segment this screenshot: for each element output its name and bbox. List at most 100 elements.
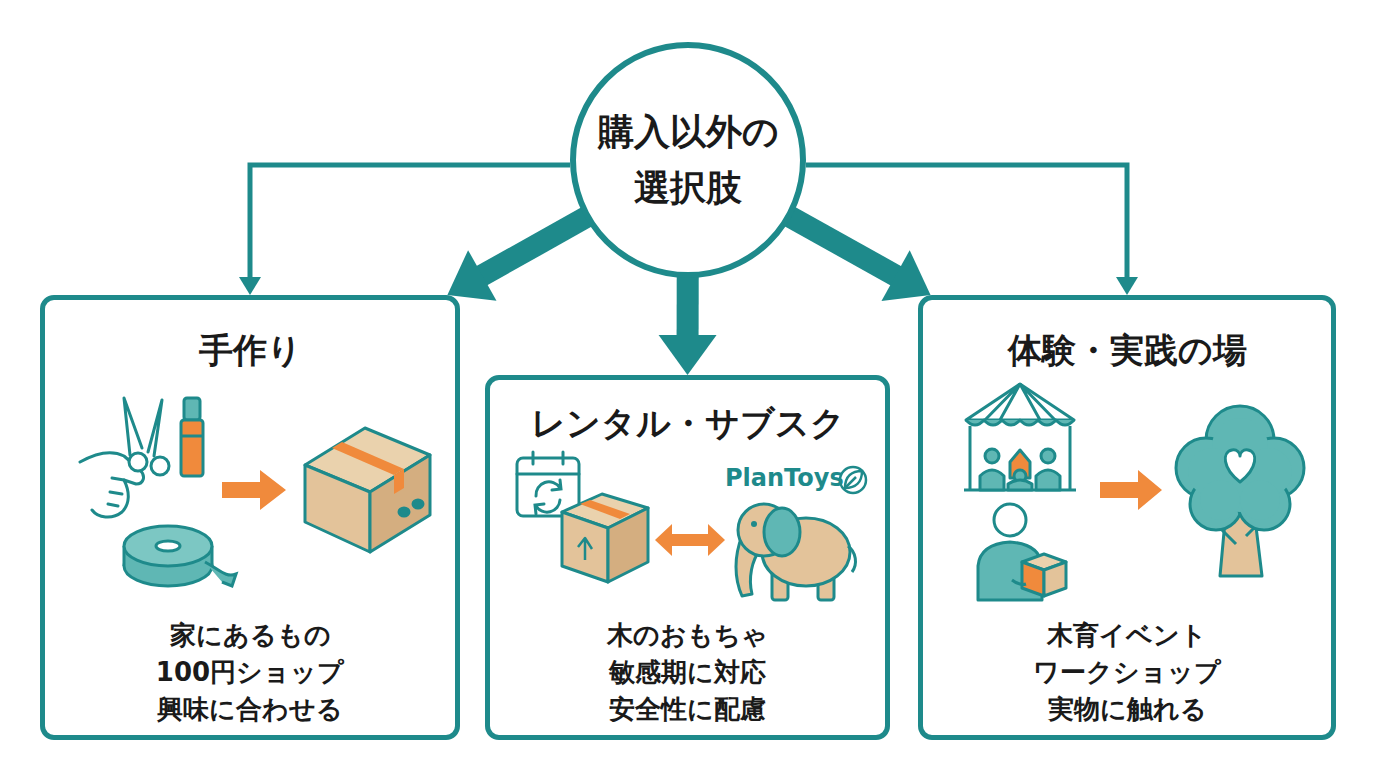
event-tent-icon-part: [969, 426, 972, 490]
event-tent-icon-part: [1008, 480, 1032, 490]
connector-line: [788, 216, 897, 277]
connector-line: [677, 275, 699, 337]
rental-box-icon-part: [562, 494, 648, 528]
ribbon-spool-icon-part: [124, 526, 212, 566]
heart-tree-icon-part-part: [1240, 480, 1280, 520]
rental-box-icon-part: [578, 538, 592, 560]
elephant-toy-icon-part: [772, 570, 788, 600]
box-item: 家にあるもの: [45, 617, 455, 654]
rental-box-icon-part: [580, 500, 630, 519]
person-with-box-icon-part: [1044, 562, 1066, 596]
heart-tree-icon-part-part: [1238, 478, 1290, 530]
connector-line: [481, 216, 588, 276]
arrow-head: [659, 335, 717, 375]
box-item: 木のおもちゃ: [490, 617, 885, 654]
box-item: 実物に触れる: [923, 691, 1331, 728]
person-with-box-icon-part: [994, 504, 1026, 536]
hand-scissors-icon-part: [108, 478, 124, 506]
elephant-toy-icon: [736, 504, 855, 600]
calendar-icon-part: [536, 482, 560, 496]
ribbon-spool-icon-part: [156, 541, 180, 551]
event-tent-icon-part: [964, 489, 1076, 492]
elephant-toy-icon-part: [762, 518, 850, 586]
glue-stick-icon-part: [184, 398, 200, 420]
heart-tree-icon-part-part: [1190, 478, 1242, 530]
box-heading: レンタル・サブスク: [490, 401, 885, 445]
elephant-toy-icon-part: [848, 546, 855, 572]
hand-scissors-icon: [80, 398, 169, 517]
ribbon-spool-icon: [124, 526, 236, 586]
calendar-icon-part: [517, 473, 579, 476]
option-box: 体験・実践の場木育イベントワークショップ実物に触れる: [918, 295, 1336, 740]
thick-arrow: [447, 216, 587, 300]
box-item: ワークショップ: [923, 654, 1331, 691]
box-item: 敏感期に対応: [490, 654, 885, 691]
box-item: 木育イベント: [923, 617, 1331, 654]
elephant-toy-icon-part: [751, 521, 757, 527]
rental-box-icon-part: [562, 512, 608, 582]
heart-tree-icon-part-part: [1244, 448, 1292, 496]
option-box: レンタル・サブスク木のおもちゃ敏感期に対応安全性に配慮: [485, 375, 890, 740]
calendar-icon-part: [532, 452, 535, 464]
arrow-head: [447, 250, 496, 301]
event-tent-icon-part: [1014, 470, 1026, 482]
event-tent-icon-part: [966, 384, 1074, 420]
cardboard-box-icon-part: [305, 428, 430, 492]
rental-box-icon-part: [608, 508, 648, 582]
heart-tree-icon-part: [1220, 510, 1262, 576]
box-item: 安全性に配慮: [490, 691, 885, 728]
leaf-logo-icon: [840, 467, 866, 493]
heart-tree-icon-part: [1225, 450, 1254, 482]
box-heading: 体験・実践の場: [923, 328, 1331, 372]
glue-stick-icon-part: [181, 420, 203, 476]
cardboard-box-icon-part: [399, 508, 409, 516]
cardboard-box-icon-part: [305, 465, 370, 552]
glue-stick-icon-part: [181, 435, 203, 438]
option-box: 手作り家にあるもの100円ショップ興味に合わせる: [40, 295, 460, 740]
heart-tree-icon-part-part: [1212, 418, 1268, 474]
hand-scissors-icon-part: [80, 453, 143, 517]
arrow-head: [1116, 277, 1138, 295]
elbow-connector: [806, 165, 1138, 295]
calendar-icon: [517, 452, 579, 516]
rental-box-icon: [562, 494, 648, 582]
thick-arrow: [788, 216, 930, 301]
person-with-box-icon-part: [978, 542, 1042, 600]
heart-tree-icon-part-part: [1200, 480, 1240, 520]
box-item: 興味に合わせる: [45, 691, 455, 728]
hand-scissors-icon-part: [148, 400, 162, 456]
cardboard-box-icon-part: [332, 442, 404, 475]
person-with-box-icon-part: [1012, 580, 1026, 585]
leaf-logo-icon-part: [845, 477, 856, 488]
person-with-box-icon-part: [1022, 562, 1044, 596]
calendar-icon-part: [536, 500, 560, 512]
event-tent-icon-part: [1069, 426, 1072, 490]
flow-arrow: [1100, 470, 1162, 510]
person-with-box-icon-part: [1022, 554, 1066, 570]
heart-tree-icon: [1176, 406, 1304, 576]
event-tent-icon-part: [1041, 449, 1055, 463]
exchange-arrow: [655, 524, 725, 556]
event-tent-icon-part: [985, 449, 999, 463]
arrow-head: [239, 277, 261, 295]
ribbon-spool-icon-part: [124, 546, 212, 586]
event-tent-icon-part: [1010, 450, 1030, 478]
leaf-logo-icon-part: [840, 467, 866, 493]
person-with-box-icon: [978, 504, 1066, 600]
heart-tree-icon-part: [1222, 522, 1260, 544]
cardboard-box-icon-part: [394, 469, 404, 494]
calendar-icon-part: [552, 480, 561, 490]
leaf-logo-icon-part: [845, 471, 862, 488]
heart-tree-icon-part-part: [1244, 438, 1304, 498]
thick-arrow: [659, 275, 717, 375]
calendar-icon-part: [535, 504, 544, 514]
heart-tree-icon-part-part: [1188, 448, 1236, 496]
hub-circle: 購入以外の 選択肢: [570, 42, 806, 278]
hand-scissors-icon-part: [124, 398, 142, 455]
arrow-head: [881, 250, 930, 301]
connector-line: [806, 165, 1127, 279]
box-item: 100円ショップ: [45, 654, 455, 691]
glue-stick-icon: [181, 398, 203, 476]
cardboard-box-icon-part: [413, 500, 423, 508]
hand-scissors-icon-part: [151, 457, 169, 475]
